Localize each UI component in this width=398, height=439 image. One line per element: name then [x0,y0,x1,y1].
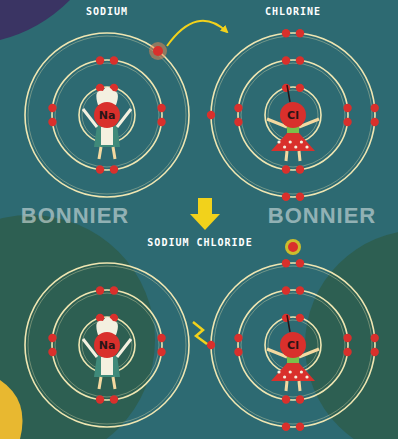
electron [48,348,56,356]
element-name: CHLORINE [205,6,381,17]
electron [234,118,242,126]
down-arrow [190,198,220,230]
electron [282,286,290,294]
electron-shell [214,36,372,194]
electron [282,165,290,173]
electron [96,84,104,92]
element-symbol: Cl [287,339,299,352]
bond-spark [193,322,207,344]
electron-shell [241,293,345,397]
electron [96,314,104,322]
electron [296,395,304,403]
electron [371,334,379,342]
electron [110,56,118,64]
electron [343,104,351,112]
electron [234,334,242,342]
electron [296,314,304,322]
electron-shell [55,293,159,397]
electron [282,84,290,92]
electron-glow [149,42,167,60]
electron [343,348,351,356]
atom: SODIUM Na [19,6,195,203]
girl-figure [267,85,319,161]
electron [234,348,242,356]
element-symbol: Cl [287,109,299,122]
ground-circle [0,215,155,439]
figures [83,85,319,391]
electron [48,118,56,126]
electron [282,395,290,403]
electron-shell [52,290,162,400]
electron-shell [25,33,189,197]
electron [371,348,379,356]
electron [296,259,304,267]
electron-shell [28,36,186,194]
element-name: SODIUM [19,6,195,17]
electron [296,286,304,294]
compound-name: SODIUM CHLORIDE [147,237,252,248]
electron [296,29,304,37]
chef-figure [83,317,131,389]
electron-shell [238,290,348,400]
electron [96,165,104,173]
electron [288,242,298,252]
electron [282,259,290,267]
electron [96,395,104,403]
electron [207,341,215,349]
electron [282,314,290,322]
electron [234,104,242,112]
electron [157,104,165,112]
electron-shell [25,263,189,427]
electron-shell [241,63,345,167]
electron [110,395,118,403]
watermark: BONNIER [21,203,129,229]
electron [96,56,104,64]
electron [296,84,304,92]
electron [157,348,165,356]
chef-figure [83,87,131,159]
transfer-arrow [167,21,227,46]
corner-shape [0,380,23,439]
electron-shell [28,266,186,424]
electron [296,423,304,431]
element-symbol: Na [99,109,116,122]
electron-shell [238,60,348,170]
atom-shells [25,29,379,431]
corner-shape [0,0,70,40]
electron [343,334,351,342]
electron-shell [268,90,318,140]
electron [157,118,165,126]
atom: Cl [205,257,381,433]
electron [282,29,290,37]
atom: CHLORINE Cl [205,6,381,203]
electron [296,165,304,173]
electron [296,193,304,201]
electron [48,104,56,112]
atom: Na [19,257,195,433]
electron [96,286,104,294]
girl-figure [267,315,319,391]
electron [282,423,290,431]
electron [371,118,379,126]
electron [343,118,351,126]
electron-shell [211,33,375,197]
electron-shell [214,266,372,424]
electron-glow [285,239,301,255]
electron [110,165,118,173]
electron-shell [268,320,318,370]
electron [282,56,290,64]
watermark: BONNIER [268,203,376,229]
electron [282,193,290,201]
element-symbol: Na [99,339,116,352]
electron [207,111,215,119]
electron-shell [52,60,162,170]
electron [48,334,56,342]
electron-shell [55,63,159,167]
electron-shell [211,263,375,427]
electron [296,56,304,64]
electron [371,104,379,112]
electron [157,334,165,342]
electron [153,46,163,56]
electron [110,286,118,294]
